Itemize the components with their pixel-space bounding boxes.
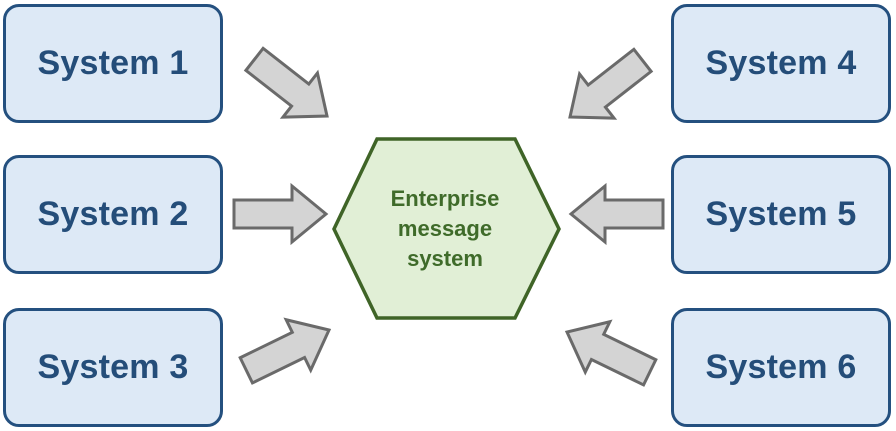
system-2-label: System 2 <box>37 195 189 233</box>
system-4-box: System 4 <box>671 4 891 123</box>
arrow-system-4-to-hub <box>551 36 662 141</box>
arrow-system-2-to-hub <box>232 184 328 244</box>
system-6-box: System 6 <box>671 308 891 427</box>
system-5-label: System 5 <box>705 195 857 233</box>
system-5-box: System 5 <box>671 155 891 274</box>
hub-label: Enterprise message system <box>365 184 525 274</box>
system-1-label: System 1 <box>37 44 189 82</box>
hub-label-line-3: system <box>407 246 483 271</box>
system-1-box: System 1 <box>3 4 223 123</box>
hub-label-line-2: message <box>397 216 493 241</box>
hub-label-line-1: Enterprise <box>390 186 500 211</box>
hub-hexagon <box>332 137 561 320</box>
system-3-label: System 3 <box>37 348 189 386</box>
arrow-system-1-to-hub <box>235 35 346 140</box>
arrow-system-6-to-hub <box>553 305 664 399</box>
arrow-system-3-to-hub <box>232 303 343 397</box>
system-6-label: System 6 <box>705 348 857 386</box>
system-2-box: System 2 <box>3 155 223 274</box>
system-4-label: System 4 <box>705 44 857 82</box>
arrow-system-5-to-hub <box>569 184 665 244</box>
system-3-box: System 3 <box>3 308 223 427</box>
